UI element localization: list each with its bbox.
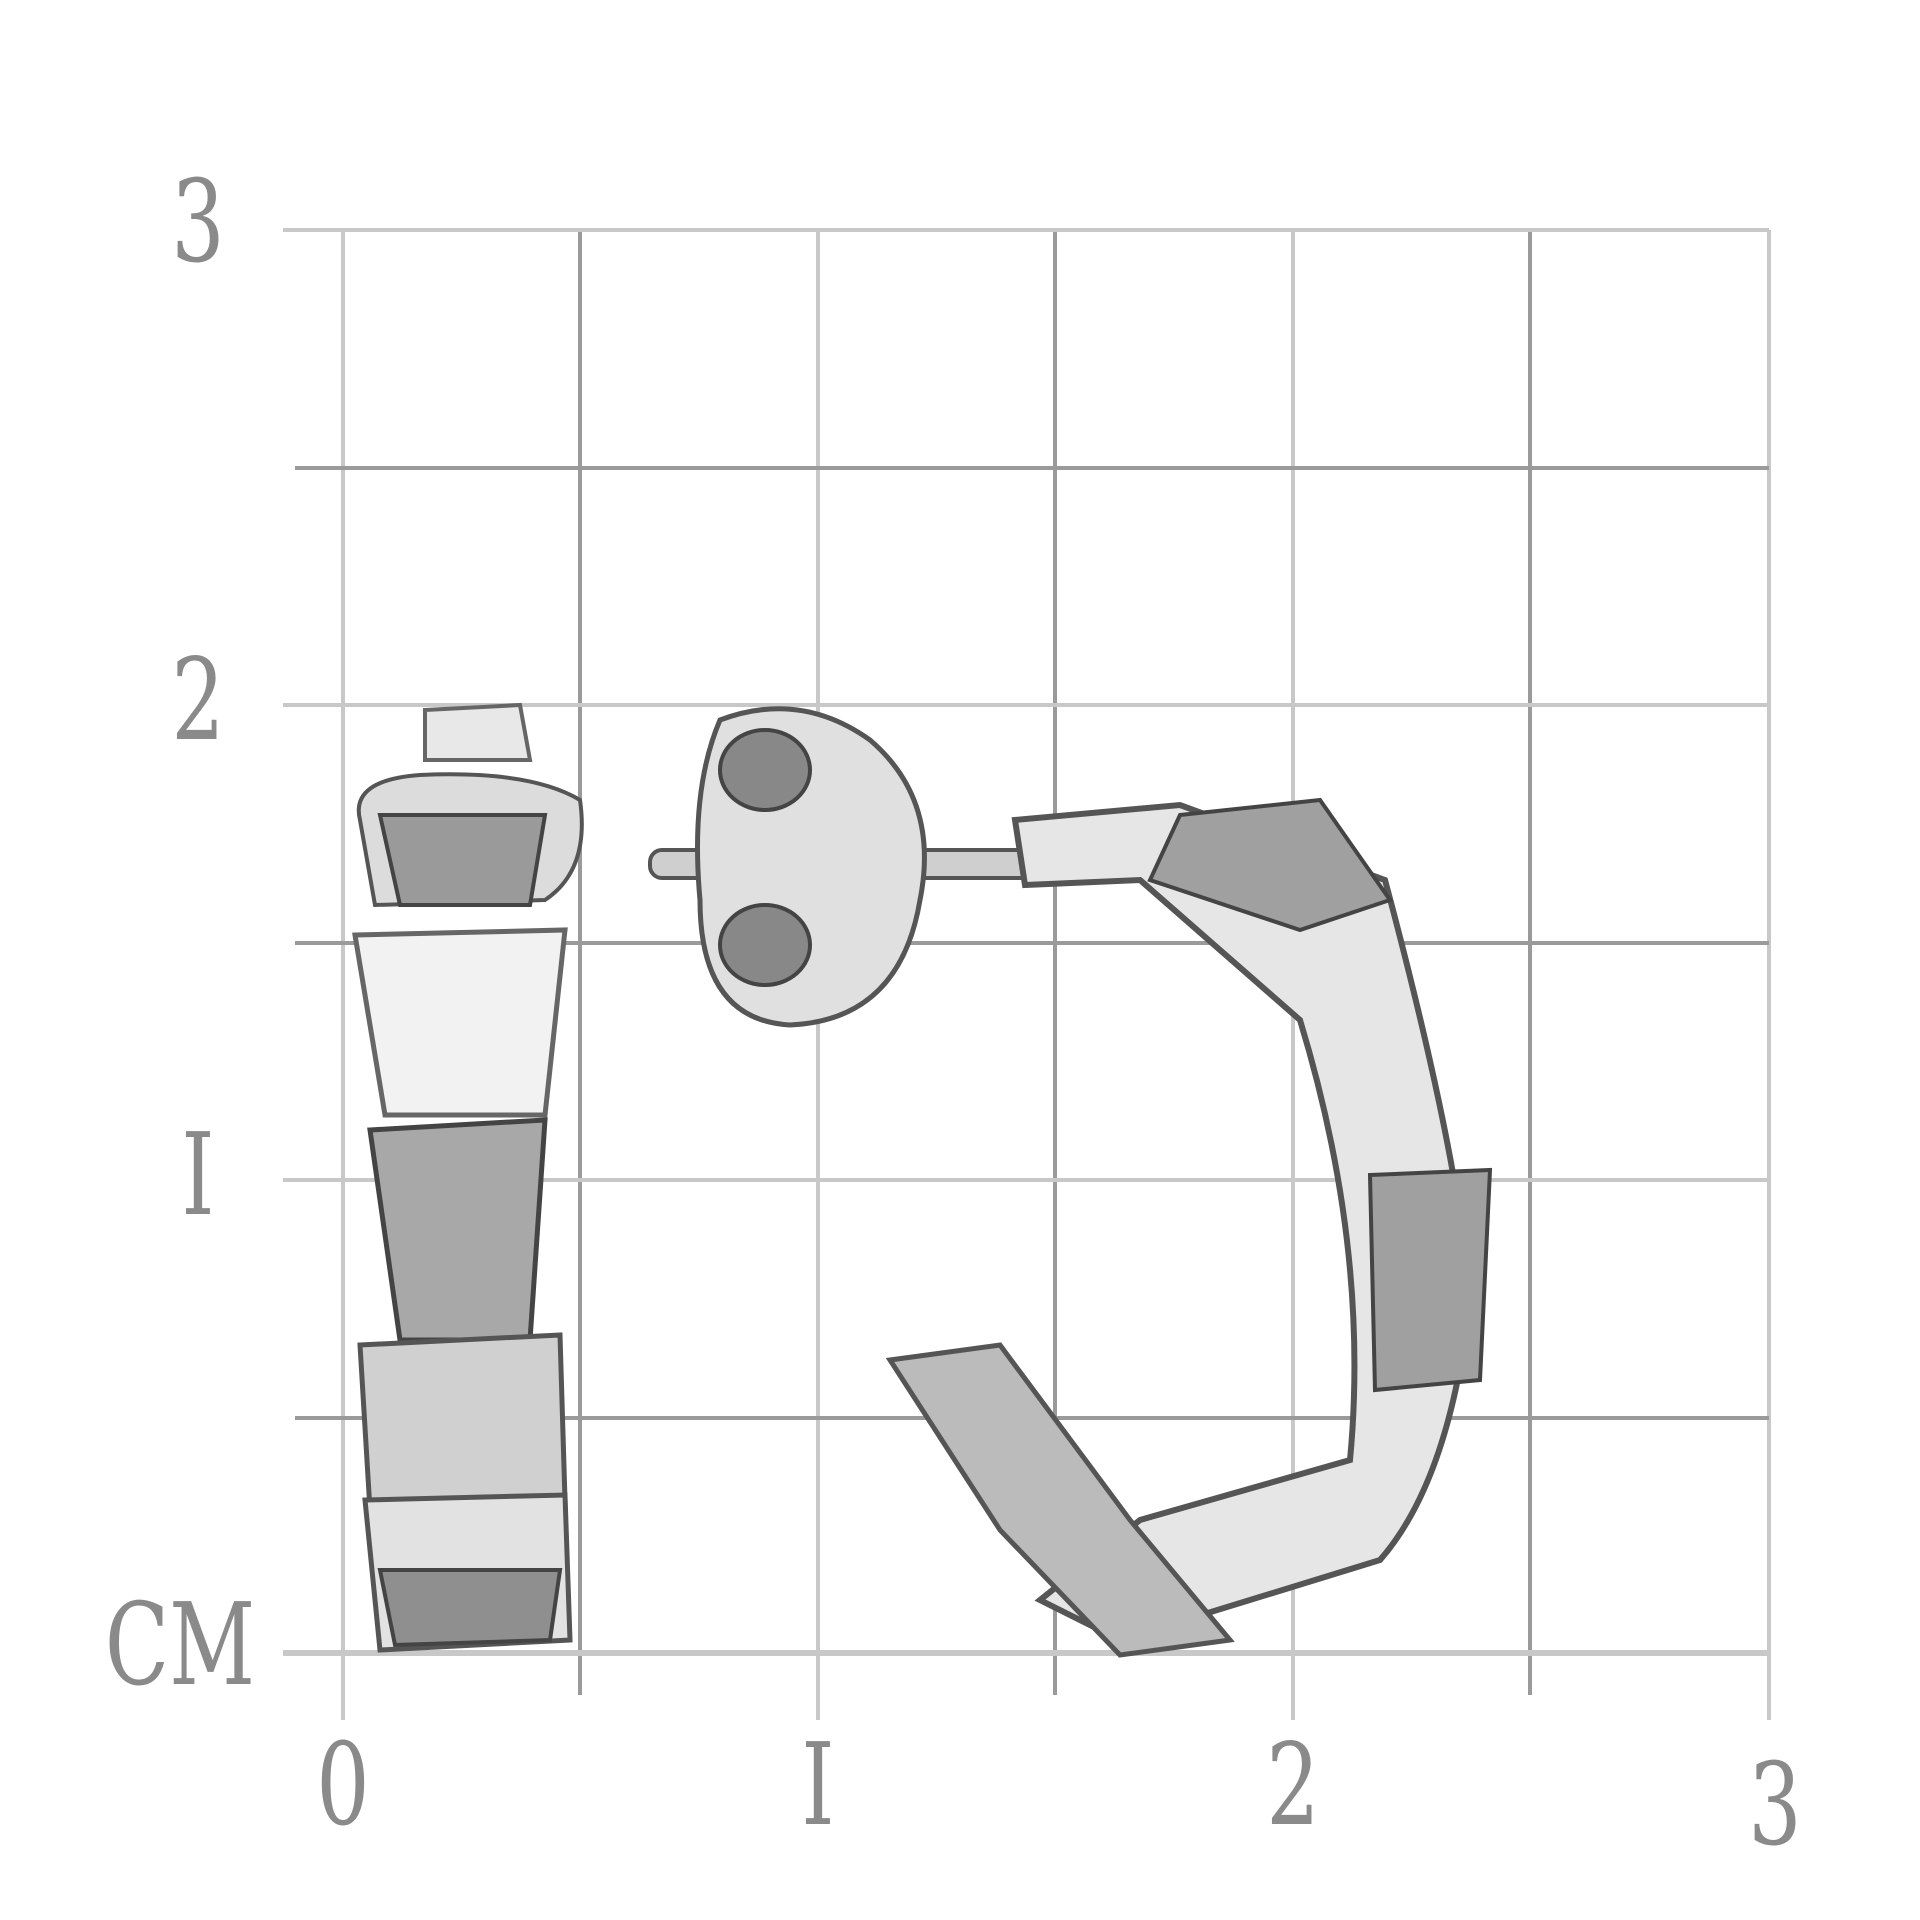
y-tick-2: 2 — [171, 633, 225, 767]
pave-segment — [1367, 1167, 1493, 1393]
earring-front-view — [648, 706, 1493, 1658]
pave-segment — [377, 813, 548, 907]
x-tick-0: 0 — [316, 1718, 370, 1852]
pave-segment — [367, 1117, 548, 1343]
pave-segment — [377, 1568, 563, 1648]
pave-segment — [1147, 797, 1394, 933]
hoop — [1011, 801, 1474, 1644]
x-tick-3: 3 — [1748, 1738, 1802, 1872]
hoop-end — [885, 1342, 1235, 1658]
x-tick-1: I — [801, 1718, 835, 1852]
unit-label: CM — [104, 1578, 256, 1712]
earring-side-view — [352, 702, 584, 1653]
x-tick-2: 2 — [1266, 1718, 1320, 1852]
y-tick-1: I — [181, 1108, 215, 1242]
y-tick-3: 3 — [171, 155, 225, 289]
